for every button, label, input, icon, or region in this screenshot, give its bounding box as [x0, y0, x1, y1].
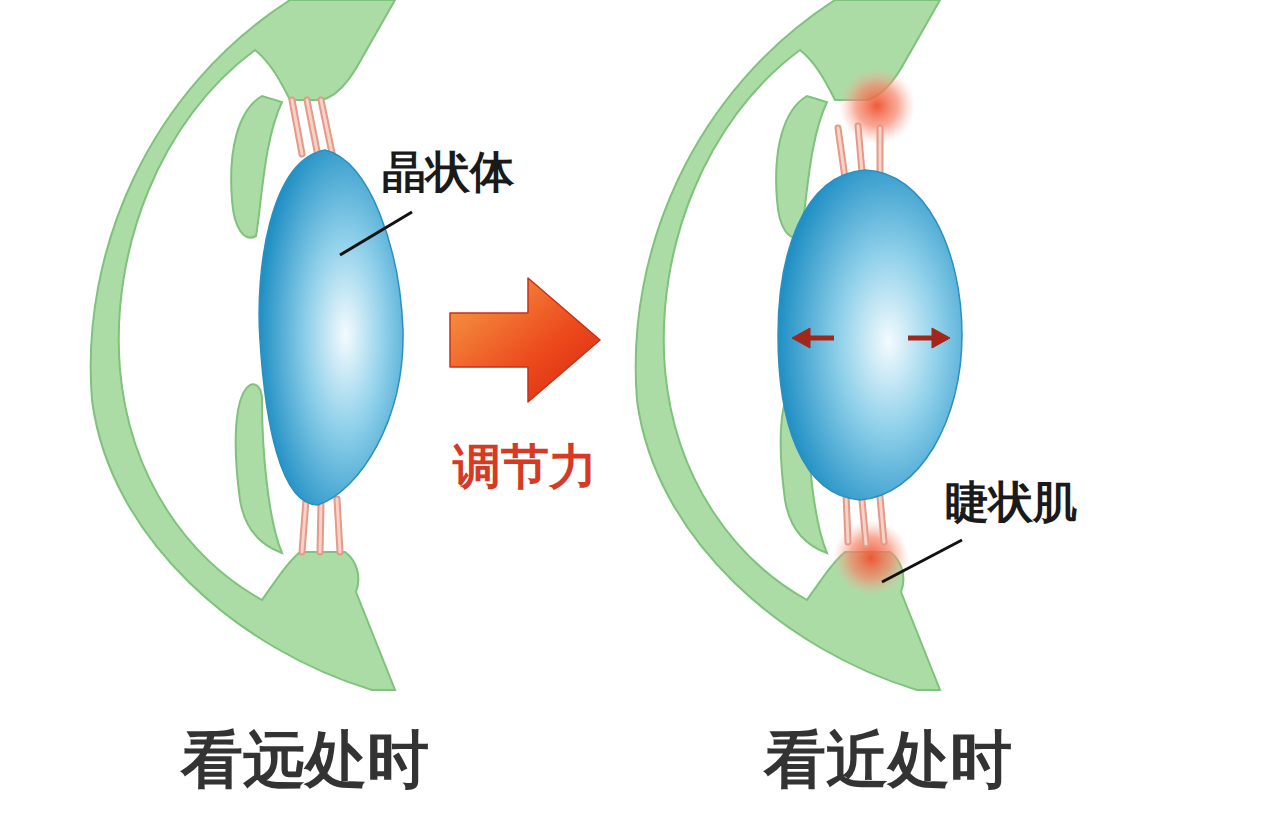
accommodation-arrow [450, 278, 600, 402]
lens-near [778, 170, 962, 500]
eye-figure: 看近处时 [600, 0, 1040, 834]
expansion-arrows [792, 328, 950, 348]
caption-text: 看远处时 [181, 724, 429, 795]
part-label: 晶状体 [382, 146, 514, 199]
part-label: 睫状肌 [945, 476, 1077, 529]
leader-line [882, 540, 962, 582]
leader-line [340, 212, 412, 255]
edge-label: 调节力 [449, 438, 601, 496]
caption-text: 看近处时 [764, 724, 1012, 795]
lens-far [259, 150, 403, 505]
eye-figure: 看远处时 [95, 0, 450, 834]
